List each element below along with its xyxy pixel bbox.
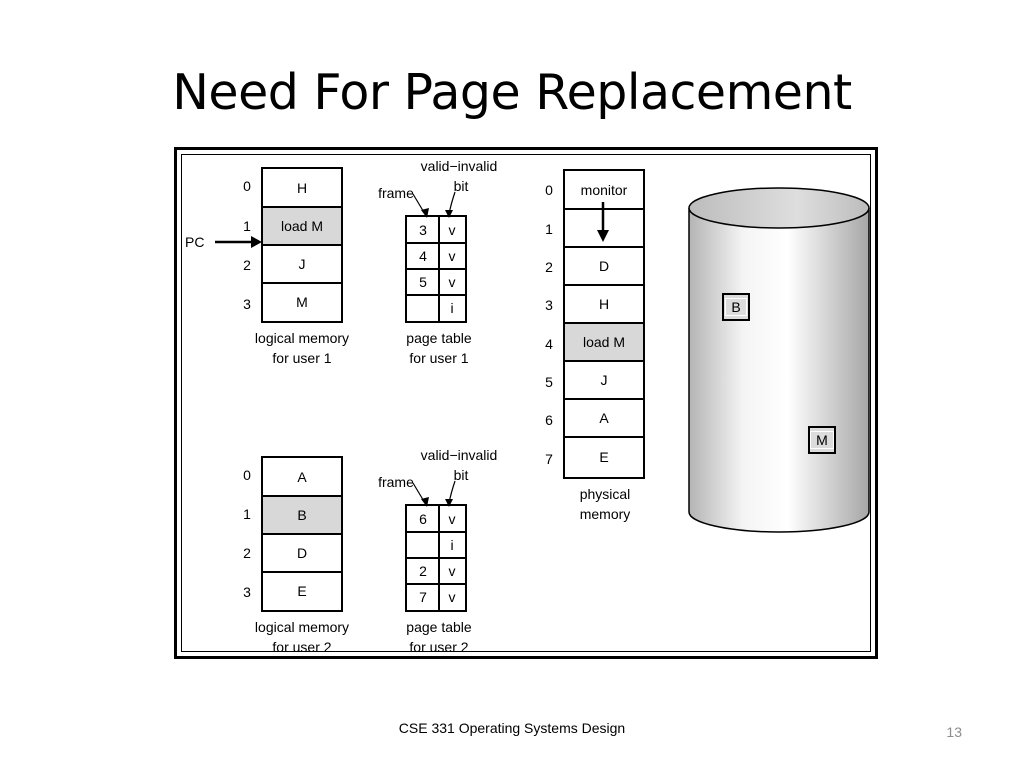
cell-divider bbox=[263, 571, 341, 573]
frame-number bbox=[407, 532, 439, 558]
physical-index: 1 bbox=[545, 221, 553, 237]
logical-memory-caption: for user 1 bbox=[272, 350, 332, 366]
physical-memory-caption: memory bbox=[579, 506, 631, 522]
disk-page: M bbox=[808, 426, 836, 454]
valid-invalid-label: valid−invalid bbox=[420, 158, 498, 174]
logical-page: H bbox=[263, 169, 341, 207]
valid-bit: v bbox=[448, 274, 456, 290]
frame-number: 3 bbox=[419, 222, 427, 238]
row-divider bbox=[407, 268, 465, 270]
cell-divider bbox=[263, 533, 341, 535]
row-divider bbox=[407, 242, 465, 244]
physical-frame: H bbox=[565, 285, 643, 323]
row-divider bbox=[407, 557, 465, 559]
physical-frame: D bbox=[565, 247, 643, 285]
valid-bit: i bbox=[450, 300, 454, 316]
cell-divider bbox=[565, 322, 643, 324]
slide-number: 13 bbox=[946, 724, 962, 740]
logical-index: 3 bbox=[243, 584, 251, 600]
logical-page: J bbox=[263, 245, 341, 283]
page-replacement-figure: 0 1 2 3 H load M J M PC logical memory f… bbox=[174, 147, 878, 659]
valid-invalid-label: bit bbox=[453, 467, 469, 483]
cell-divider bbox=[565, 398, 643, 400]
valid-bit: v bbox=[448, 222, 456, 238]
pc-arrow-icon bbox=[215, 236, 262, 248]
valid-bit: v bbox=[448, 248, 456, 264]
logical-page: M bbox=[263, 283, 341, 321]
row-divider bbox=[407, 583, 465, 585]
frame-number: 5 bbox=[419, 274, 427, 290]
valid-bit: v bbox=[448, 511, 456, 527]
page-table-caption: for user 2 bbox=[409, 639, 469, 655]
cell-divider bbox=[565, 436, 643, 438]
pc-label: PC bbox=[185, 234, 205, 250]
physical-frame: J bbox=[565, 361, 643, 399]
physical-index: 7 bbox=[545, 451, 553, 467]
logical-index: 0 bbox=[243, 178, 251, 194]
physical-index: 4 bbox=[545, 336, 553, 352]
monitor-arrow-down-icon bbox=[597, 202, 609, 242]
user2-logical-memory: A B D E bbox=[261, 456, 343, 612]
physical-index: 5 bbox=[545, 374, 553, 390]
cell-divider bbox=[263, 495, 341, 497]
logical-page-highlighted: B bbox=[263, 496, 341, 534]
logical-memory-caption: logical memory bbox=[254, 619, 350, 635]
logical-index: 2 bbox=[243, 545, 251, 561]
frame-number: 7 bbox=[419, 589, 427, 605]
row-divider bbox=[407, 294, 465, 296]
valid-bit: v bbox=[448, 589, 456, 605]
frame-label: frame bbox=[378, 185, 414, 201]
page-table-caption: for user 1 bbox=[409, 350, 469, 366]
page-table-caption: page table bbox=[406, 619, 472, 635]
frame-number: 2 bbox=[419, 563, 427, 579]
cell-divider bbox=[263, 206, 341, 208]
cell-divider bbox=[565, 284, 643, 286]
valid-invalid-label: bit bbox=[453, 178, 469, 194]
logical-index: 0 bbox=[243, 467, 251, 483]
footer-course-name: CSE 331 Operating Systems Design bbox=[398, 720, 626, 736]
slide-title: Need For Page Replacement bbox=[172, 64, 852, 121]
physical-frame: A bbox=[565, 399, 643, 437]
logical-page: E bbox=[263, 572, 341, 610]
logical-page: D bbox=[263, 534, 341, 572]
physical-frame: E bbox=[565, 437, 643, 477]
physical-index: 2 bbox=[545, 259, 553, 275]
logical-index: 3 bbox=[243, 296, 251, 312]
valid-bit: i bbox=[450, 537, 454, 553]
cell-divider bbox=[263, 244, 341, 246]
disk-page: B bbox=[722, 293, 750, 321]
cell-divider bbox=[263, 282, 341, 284]
logical-index: 2 bbox=[243, 257, 251, 273]
frame-label: frame bbox=[378, 474, 414, 490]
physical-frame-highlighted: load M bbox=[565, 323, 643, 361]
frame-number: 4 bbox=[419, 248, 427, 264]
row-divider bbox=[407, 531, 465, 533]
figure-inner-border bbox=[181, 154, 871, 652]
logical-index: 1 bbox=[243, 218, 251, 234]
user2-page-table: 6 v i 2 v 7 v bbox=[405, 504, 467, 612]
page-table-caption: page table bbox=[406, 330, 472, 346]
logical-page: A bbox=[263, 458, 341, 496]
valid-bit: v bbox=[448, 563, 456, 579]
logical-page-highlighted: load M bbox=[263, 207, 341, 245]
physical-memory: monitor D H load M J A E bbox=[563, 169, 645, 479]
physical-index: 0 bbox=[545, 182, 553, 198]
cell-divider bbox=[565, 360, 643, 362]
cell-divider bbox=[565, 246, 643, 248]
physical-memory-caption: physical bbox=[579, 486, 631, 502]
frame-number bbox=[407, 295, 439, 321]
logical-index: 1 bbox=[243, 506, 251, 522]
user1-page-table: 3 v 4 v 5 v i bbox=[405, 215, 467, 323]
physical-index: 3 bbox=[545, 297, 553, 313]
user1-logical-memory: H load M J M bbox=[261, 167, 343, 323]
disk-cylinder-icon bbox=[688, 187, 870, 533]
frame-number: 6 bbox=[419, 511, 427, 527]
valid-invalid-label: valid−invalid bbox=[420, 447, 498, 463]
physical-index: 6 bbox=[545, 412, 553, 428]
logical-memory-caption: logical memory bbox=[254, 330, 350, 346]
logical-memory-caption: for user 2 bbox=[272, 639, 332, 655]
